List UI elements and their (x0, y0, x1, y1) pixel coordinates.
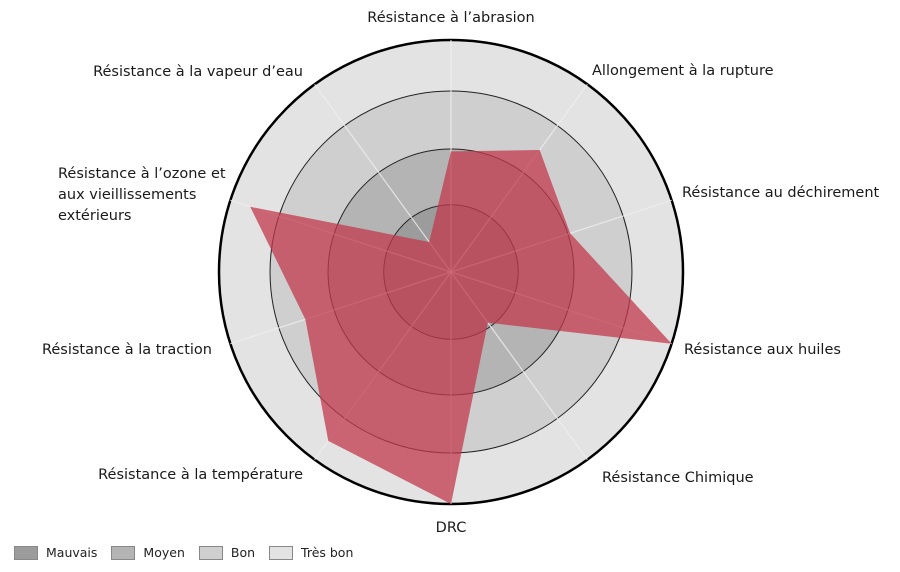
legend-label: Mauvais (46, 545, 98, 560)
legend-label: Moyen (143, 545, 185, 560)
legend-swatch (14, 545, 38, 560)
legend-item: Moyen (111, 545, 185, 560)
legend-swatch (269, 545, 294, 560)
axis-label: DRC (436, 520, 467, 536)
axis-label: Résistance à la température (98, 467, 303, 483)
legend-swatch (198, 545, 223, 560)
legend-item: Très bon (269, 545, 353, 560)
legend: Mauvais Moyen Bon Très bon (14, 545, 353, 560)
axis-label: Résistance à la traction (42, 342, 212, 358)
legend-swatch (111, 545, 136, 560)
legend-item: Bon (198, 545, 256, 560)
legend-label: Bon (230, 545, 256, 560)
axis-label: Résistance au déchirement (682, 185, 880, 201)
axis-label: Résistance à la vapeur d’eau (93, 64, 303, 80)
axis-line (314, 83, 452, 273)
axis-label: Résistance Chimique (602, 470, 754, 486)
axis-label: Allongement à la rupture (592, 63, 774, 79)
data-polygon (250, 150, 672, 504)
axis-label: Résistance aux huiles (684, 342, 841, 358)
axis-label: Résistance à l’abrasion (367, 10, 534, 26)
legend-label: Très bon (301, 545, 354, 560)
legend-item: Mauvais (14, 545, 97, 560)
